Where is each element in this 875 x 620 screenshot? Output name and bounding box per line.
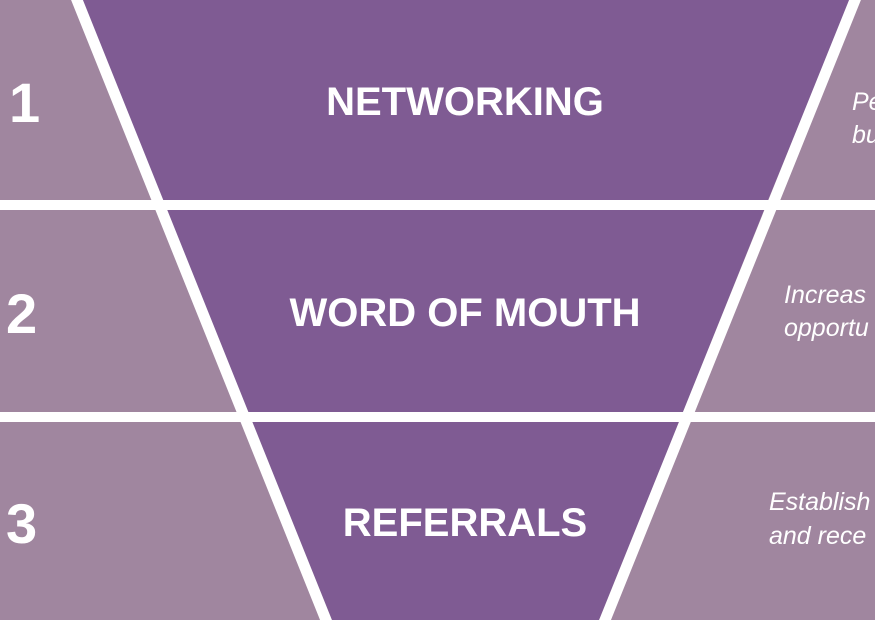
funnel-left-edge: [71, 0, 332, 620]
funnel-band-3: [252, 422, 679, 620]
stage-1-description-line-2: bu: [852, 121, 875, 149]
stage-3-title: REFERRALS: [343, 501, 587, 545]
stage-2-description-line-1: Increas: [784, 281, 866, 309]
stage-1-description-line-1: Pe: [852, 88, 875, 116]
stage-3-description-line-1: Establish: [769, 488, 870, 516]
stage-1-description: Pe bu: [852, 88, 875, 149]
stage-3-number: 3: [6, 492, 37, 555]
stage-2-description-line-2: opportu: [784, 314, 869, 342]
funnel-band-1: [81, 0, 850, 200]
stage-3-description-line-2: and rece: [769, 522, 866, 550]
funnel-right-edge: [599, 0, 861, 620]
stage-2-description: Increas opportu: [784, 281, 873, 342]
funnel-band-2: [167, 210, 764, 412]
stage-1-number: 1: [9, 71, 40, 134]
stage-1-title: NETWORKING: [326, 80, 604, 124]
stage-3-description: Establish and rece: [769, 488, 875, 550]
row-divider-2: [0, 412, 875, 422]
stage-2-title: WORD OF MOUTH: [289, 291, 640, 335]
row-divider-1: [0, 200, 875, 210]
stage-2-number: 2: [6, 282, 37, 345]
